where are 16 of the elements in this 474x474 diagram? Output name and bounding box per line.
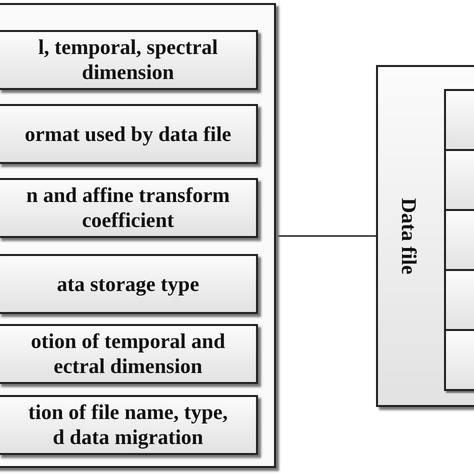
box-label: n and affine transform coefficient bbox=[25, 183, 231, 233]
panel bbox=[0, 3, 276, 468]
text-box bbox=[0, 254, 258, 314]
text-box bbox=[0, 395, 258, 455]
box-label: ormat used by data file bbox=[24, 122, 232, 146]
text-box bbox=[0, 178, 258, 238]
group-box bbox=[376, 65, 474, 407]
box-label: ata storage type bbox=[56, 272, 200, 296]
text-box bbox=[0, 324, 258, 384]
box-label: otion of temporal and ectral dimension bbox=[30, 329, 226, 379]
text-box bbox=[0, 104, 258, 164]
text-box bbox=[0, 30, 258, 90]
connector-line bbox=[276, 235, 376, 237]
vertical-label: Data file bbox=[396, 198, 421, 274]
box-label: tion of file name, type, d data migration bbox=[27, 400, 229, 450]
box-label: l, temporal, spectral dimension bbox=[37, 35, 219, 85]
